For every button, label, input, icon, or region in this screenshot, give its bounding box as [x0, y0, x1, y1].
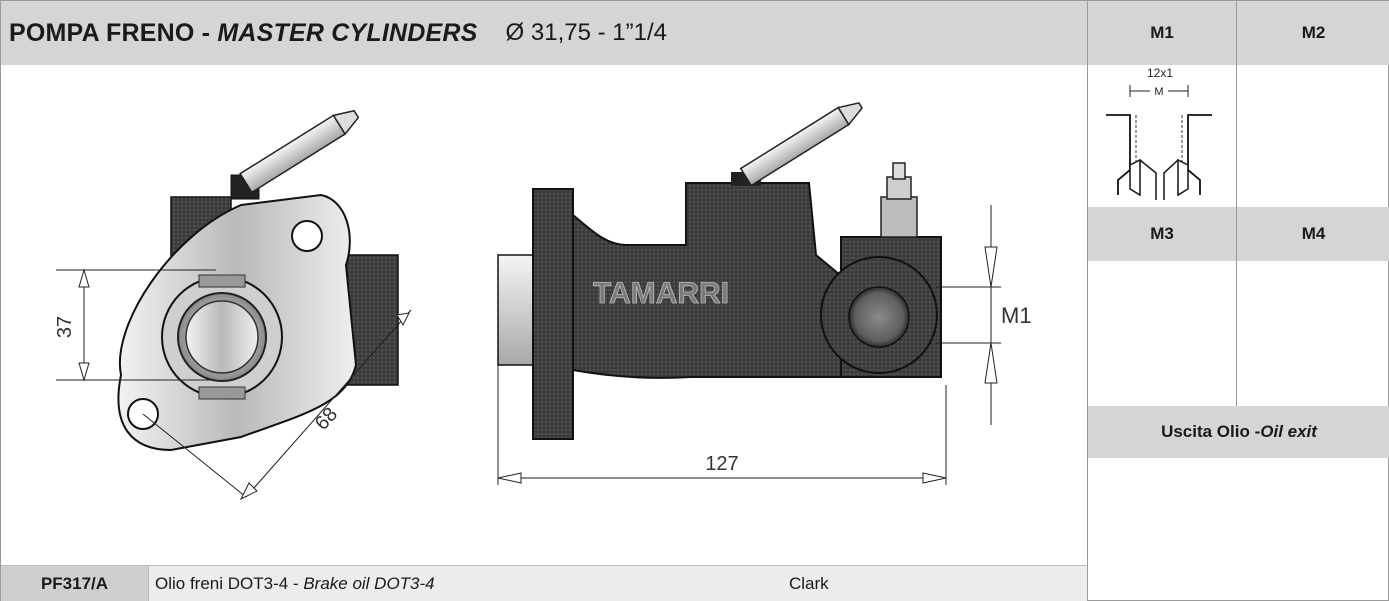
title-english: MASTER CYLINDERS [217, 18, 478, 47]
column-header-m3: M3 [1088, 207, 1237, 261]
cell-m4-detail [1237, 261, 1389, 406]
technical-drawing: 37 68 [1, 65, 1088, 565]
column-header-m1: M1 [1088, 1, 1237, 65]
side-view: TAMARRI 127 M1 [497, 102, 1032, 485]
column-header-m4: M4 [1237, 207, 1389, 261]
m1-dim-label: M [1154, 86, 1163, 98]
bore-diameter: Ø 31,75 - 1”1/4 [505, 19, 667, 46]
title-bar: POMPA FRENO - MASTER CYLINDERS Ø 31,75 -… [1, 1, 1088, 65]
dim-127: 127 [705, 453, 738, 475]
cell-m3-detail [1088, 261, 1237, 406]
port-label: M1 [1001, 303, 1032, 328]
product-application: Clark [789, 574, 829, 593]
cast-brand-text: TAMARRI [593, 277, 729, 310]
oil-exit-italian: Uscita Olio - [1161, 422, 1261, 441]
page-title: POMPA FRENO - MASTER CYLINDERS [9, 19, 478, 48]
title-italian: POMPA FRENO - [9, 18, 218, 47]
oil-exit-header: Uscita Olio - Oil exit [1088, 406, 1389, 458]
end-view: 37 68 [54, 109, 412, 501]
description-italian: Olio freni DOT3-4 - [155, 574, 304, 593]
cell-m1-detail: 12x1 M [1088, 65, 1237, 207]
oil-exit-cell [1088, 458, 1389, 601]
master-cylinder-drawing: 37 68 [54, 102, 1032, 501]
m1-fitting-diagram: 12x1 M [1106, 66, 1212, 200]
dim-37: 37 [54, 316, 76, 338]
oil-exit-english: Oil exit [1260, 422, 1317, 441]
product-code: PF317/A [1, 566, 149, 601]
m1-thread-label: 12x1 [1147, 66, 1173, 80]
description-english: Brake oil DOT3-4 [303, 574, 435, 593]
cell-m2-detail [1237, 65, 1389, 207]
table-row: PF317/A Olio freni DOT3-4 - Brake oil DO… [1, 565, 1088, 601]
product-description: Olio freni DOT3-4 - Brake oil DOT3-4 [149, 574, 789, 594]
column-header-m2: M2 [1237, 1, 1389, 65]
